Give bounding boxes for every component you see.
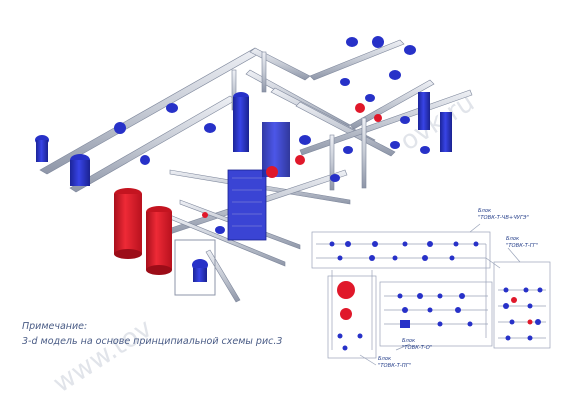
note-text: 3-d модель на основе принципиальной схем… xyxy=(22,336,283,347)
block-1-prefix: Блок xyxy=(478,208,492,214)
block-1-name: "ТОВК-Т-ЧВ+ЧУГЭ" xyxy=(478,215,529,221)
schematic-tanks xyxy=(337,281,533,325)
red-valve-1 xyxy=(266,166,278,178)
block-4-prefix: Блок xyxy=(378,356,392,362)
right-pack-1 xyxy=(418,92,430,130)
block-3-name: "ТОВК-Т-О" xyxy=(402,345,432,351)
expansion-tanks xyxy=(114,188,172,275)
heat-exchanger xyxy=(227,92,365,241)
vertical-riser-1 xyxy=(361,117,367,189)
valve-1 xyxy=(114,122,126,134)
exchanger-column xyxy=(233,97,249,152)
riser-pipe-1 xyxy=(349,79,435,130)
left-pump-group xyxy=(35,103,216,186)
note-heading: Примечание: xyxy=(22,321,88,332)
right-pack-2 xyxy=(440,112,452,152)
block-2-name: "ТОВК-Т-ГГ" xyxy=(506,243,538,249)
strainer-body xyxy=(70,160,90,186)
valve-4 xyxy=(166,103,178,113)
frame-block-1 xyxy=(311,231,491,269)
tank-2 xyxy=(146,212,172,270)
red-valve-3 xyxy=(355,103,365,113)
plate-pack xyxy=(227,169,267,241)
upper-right-valves xyxy=(340,36,452,154)
riser-pipe-2 xyxy=(309,39,405,81)
left-pump-body xyxy=(36,140,48,162)
frame-block-2 xyxy=(493,261,551,349)
lower-skid xyxy=(174,212,225,296)
frame-block-3 xyxy=(379,281,493,347)
block-2-prefix: Блок xyxy=(506,236,520,242)
block-3-prefix: Блок xyxy=(402,338,416,344)
vertical-riser-2 xyxy=(329,134,335,191)
schematic-valves xyxy=(329,241,543,351)
tank-1 xyxy=(114,194,142,254)
red-valve-2 xyxy=(295,155,305,165)
block-4-name: "ТОВК-Т-ПГ" xyxy=(378,363,411,369)
valve-2 xyxy=(204,123,216,133)
vertical-riser-3 xyxy=(261,51,267,93)
valve-3 xyxy=(140,155,150,165)
frame-block-4 xyxy=(327,275,377,359)
